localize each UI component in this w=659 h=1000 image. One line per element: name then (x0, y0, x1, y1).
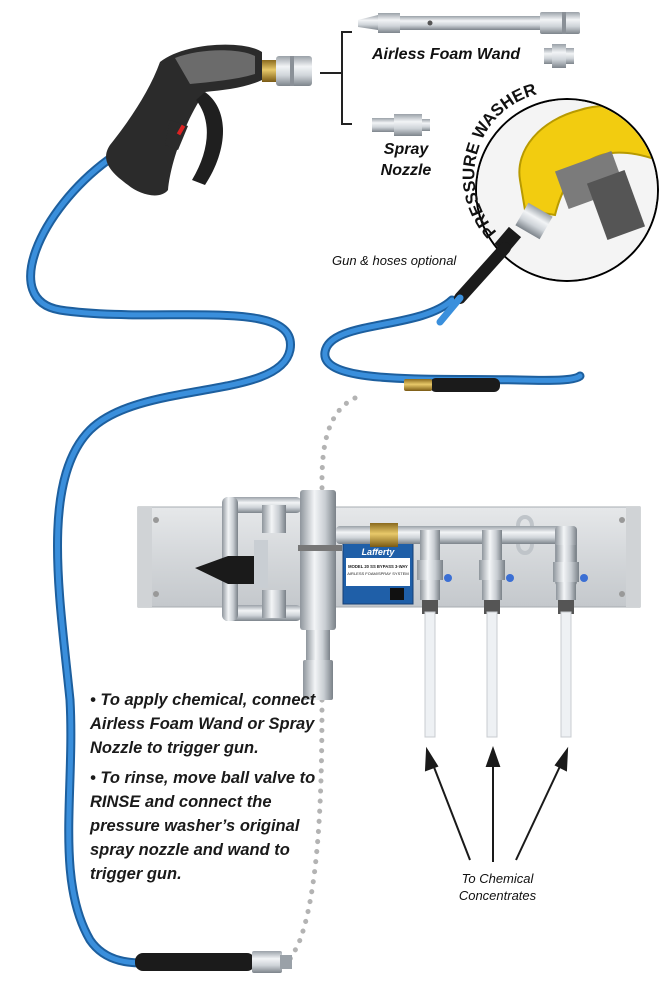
model-label-plate (342, 541, 414, 605)
wand-tip (544, 44, 574, 68)
spray-nozzle (372, 114, 430, 136)
brand-label: Lafferty (362, 547, 396, 557)
injector-body (298, 490, 342, 700)
hose-main (26, 155, 295, 968)
metering-valve-1 (417, 530, 452, 614)
inset-hose (436, 242, 511, 326)
hose-end-fitting (135, 951, 292, 973)
nozzle-label: Spray Nozzle (376, 139, 436, 181)
model-line-2: AIRLESS FOAM/SPRAY SYSTEM (347, 571, 408, 576)
accessory-bracket (320, 31, 352, 125)
hose-whip (320, 295, 585, 392)
concentrates-line1: To Chemical (461, 871, 534, 886)
trigger-gun (106, 44, 312, 196)
wand-label: Airless Foam Wand (372, 46, 521, 63)
suction-tubes (424, 611, 572, 738)
airless-foam-wand (358, 12, 580, 34)
gun-hoses-note: Gun & hoses optional (332, 253, 457, 268)
instruction-apply: • To apply chemical, connect Airless Foa… (90, 691, 316, 757)
metering-valve-2 (479, 530, 514, 614)
nozzle-label-line1: Spray (383, 141, 429, 158)
concentrates-label: To Chemical Concentrates (430, 870, 565, 904)
metering-valve-3 (553, 545, 588, 614)
concentrates-line2: Concentrates (458, 888, 537, 903)
model-line-1: MODEL 20 SS BYPASS 3-WAY (348, 564, 408, 569)
instructions: • To apply chemical, connect Airless Foa… (90, 688, 320, 892)
instruction-rinse: • To rinse, move ball valve to RINSE and… (90, 769, 316, 883)
nozzle-label-line2: Nozzle (380, 162, 432, 179)
concentrate-arrows (424, 745, 569, 862)
hose-crimp (430, 378, 500, 392)
bypass-piping (195, 497, 302, 621)
brass-fitting (404, 379, 432, 391)
